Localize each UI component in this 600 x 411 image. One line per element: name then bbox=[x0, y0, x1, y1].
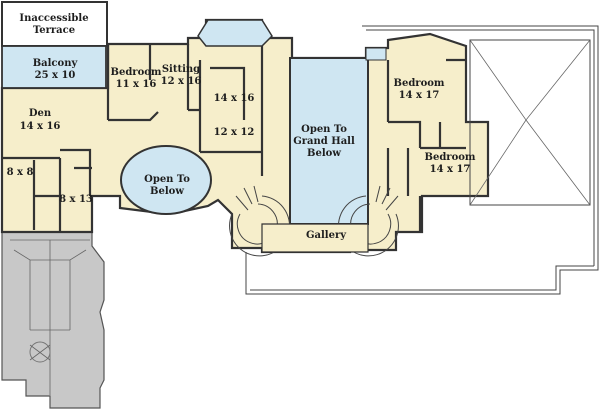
label-closet-12x12: 12 x 12 bbox=[214, 127, 255, 138]
balcony bbox=[1, 45, 107, 89]
label-balcony-2: 25 x 10 bbox=[35, 70, 76, 81]
label-open-below-2: Below bbox=[150, 186, 184, 197]
label-bedroom-ur-1: Bedroom bbox=[394, 78, 445, 89]
label-closet-14x16: 14 x 16 bbox=[214, 93, 255, 104]
label-terrace-2: Terrace bbox=[33, 25, 75, 36]
label-grand-hall-3: Below bbox=[307, 148, 341, 159]
label-bath-8x13: 8 x 13 bbox=[59, 194, 93, 205]
label-den-1: Den bbox=[29, 108, 52, 119]
interior-walls bbox=[2, 44, 466, 232]
inaccessible-terrace bbox=[1, 1, 108, 47]
sitting-bay bbox=[197, 19, 273, 47]
label-den-2: 14 x 16 bbox=[20, 121, 61, 132]
label-bedroom-ur-2: 14 x 17 bbox=[399, 90, 440, 101]
garage-floor bbox=[1, 231, 105, 409]
label-balcony-1: Balcony bbox=[33, 58, 79, 69]
open-to-below bbox=[120, 145, 212, 215]
label-bedroom-lr-2: 14 x 17 bbox=[430, 164, 471, 175]
garage-wing bbox=[1, 231, 105, 409]
label-sitting-2: 12 x 16 bbox=[161, 76, 202, 87]
label-sitting-1: Sitting bbox=[162, 64, 200, 75]
right-bay-blue bbox=[365, 47, 387, 61]
label-bedroom-lr-1: Bedroom bbox=[425, 152, 476, 163]
porch bbox=[245, 25, 599, 295]
label-bedroom-left-1: Bedroom bbox=[111, 67, 162, 78]
label-terrace-1: Inaccessible bbox=[19, 13, 88, 24]
label-grand-hall-2: Grand Hall bbox=[293, 136, 355, 147]
gallery bbox=[261, 223, 369, 253]
label-grand-hall-1: Open To bbox=[301, 124, 347, 135]
label-gallery: Gallery bbox=[306, 230, 347, 241]
room-labels: Inaccessible Terrace Balcony 25 x 10 Den… bbox=[7, 13, 476, 241]
label-open-below-1: Open To bbox=[144, 174, 190, 185]
label-bedroom-left-2: 11 x 16 bbox=[116, 79, 157, 90]
label-bath-8x8: 8 x 8 bbox=[7, 167, 34, 178]
